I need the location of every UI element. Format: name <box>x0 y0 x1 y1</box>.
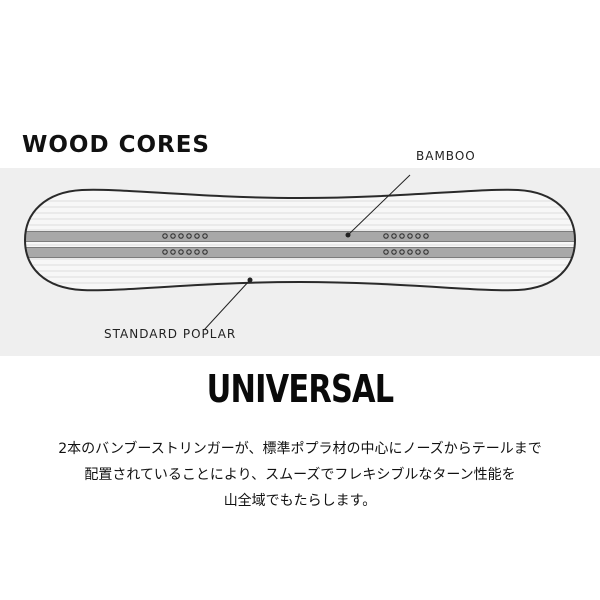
rear-insert-dot <box>423 249 429 255</box>
bamboo-label: BAMBOO <box>416 149 476 163</box>
front-insert-dot <box>186 233 192 239</box>
front-insert-dot <box>162 233 168 239</box>
bamboo-stringer-top <box>25 231 575 242</box>
rear-insert-dot <box>415 249 421 255</box>
rear-insert-dot <box>383 249 389 255</box>
core-description: 2本のバンブーストリンガーが、標準ポプラ材の中心にノーズからテールまで 配置され… <box>0 436 600 514</box>
standard-poplar-label: STANDARD POPLAR <box>104 327 237 341</box>
front-insert-dot <box>170 249 176 255</box>
front-insert-dot <box>178 249 184 255</box>
binding-inserts <box>162 233 429 255</box>
description-line: 2本のバンブーストリンガーが、標準ポプラ材の中心にノーズからテールまで <box>58 441 542 457</box>
rear-insert-dot <box>391 233 397 239</box>
front-insert-dot <box>194 249 200 255</box>
bamboo-callout-line <box>345 174 411 238</box>
snowboard-core-illustration <box>23 174 577 331</box>
bamboo-stringer-bottom <box>25 247 575 258</box>
board-outline <box>23 188 577 292</box>
rear-insert-dot <box>415 233 421 239</box>
front-insert-dot <box>194 233 200 239</box>
front-insert-dot <box>162 249 168 255</box>
front-insert-dot <box>202 233 208 239</box>
core-name-heading: UNIVERSAL <box>206 367 395 411</box>
rear-insert-dot <box>407 249 413 255</box>
poplar-grain <box>25 200 575 284</box>
wood-core-diagram <box>0 168 600 356</box>
description-line: 山全域でもたらします。 <box>223 493 377 509</box>
section-title: WOOD CORES <box>22 132 210 158</box>
poplar-callout-line <box>203 277 253 331</box>
front-insert-dot <box>178 233 184 239</box>
front-insert-dot <box>186 249 192 255</box>
rear-insert-dot <box>391 249 397 255</box>
rear-insert-dot <box>423 233 429 239</box>
description-line: 配置されていることにより、スムーズでフレキシブルなターン性能を <box>84 467 516 483</box>
rear-insert-dot <box>399 249 405 255</box>
front-insert-dot <box>202 249 208 255</box>
front-insert-dot <box>170 233 176 239</box>
board-shape <box>23 188 577 292</box>
rear-insert-dot <box>407 233 413 239</box>
rear-insert-dot <box>399 233 405 239</box>
rear-insert-dot <box>383 233 389 239</box>
